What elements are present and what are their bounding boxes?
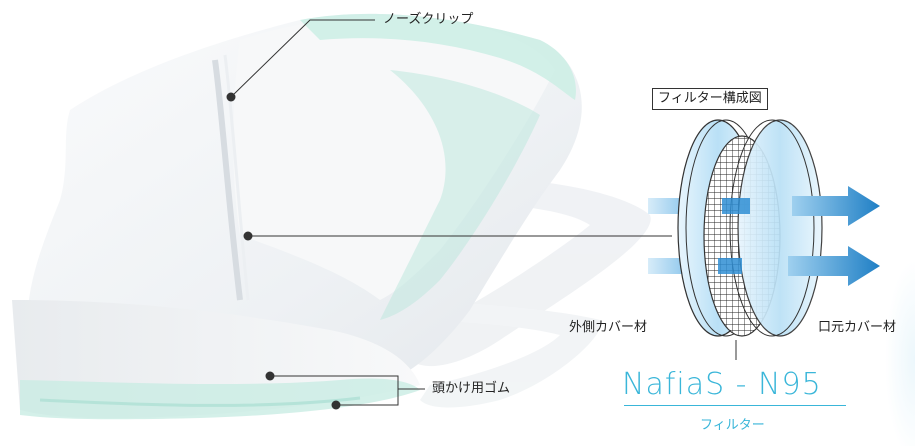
ear-rubber-label: 頭かけ用ゴム [432, 381, 511, 396]
filter-diagram-title: フィルター構成図 [652, 88, 768, 110]
leader-lines [230, 19, 737, 406]
filter-marker-dot [243, 231, 253, 241]
mouth-cover-label: 口元カバー材 [818, 320, 897, 335]
airflow-out-arrow [792, 186, 880, 226]
brand-subtitle: フィルター [700, 418, 765, 433]
filter-diagram [648, 119, 880, 337]
brand-underline [624, 405, 846, 406]
mouth-cover-layer [737, 119, 823, 337]
nose-clip-marker-dot [226, 92, 236, 102]
nose-clip-label: ノーズクリップ [383, 12, 474, 27]
airflow-in-arrow [648, 258, 688, 274]
outer-cover-label: 外側カバー材 [569, 320, 648, 335]
mask-body [12, 13, 582, 420]
airflow-out-arrow [788, 246, 880, 286]
brand-name: NafiaS - N95 [622, 367, 822, 402]
strap-marker-dot-upper [265, 371, 275, 381]
strap-marker-dot-lower [331, 400, 341, 410]
